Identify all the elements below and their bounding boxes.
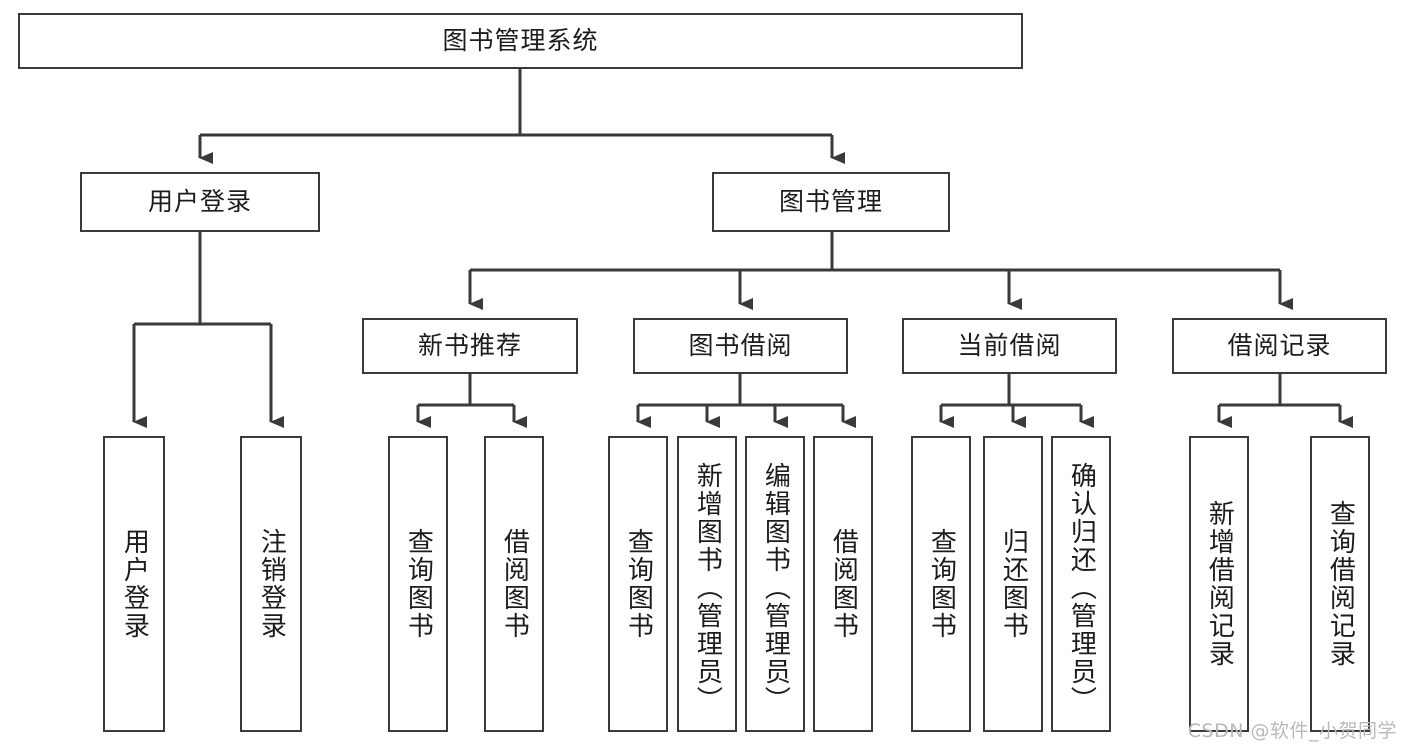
node-leaf-query-book-1[interactable]: 查询图书 (388, 436, 448, 732)
node-leaf-add-book-admin-label: 新增图书（管理员） (692, 462, 723, 714)
node-leaf-query-borrow-record[interactable]: 查询借阅记录 (1310, 436, 1370, 732)
node-leaf-user-logout[interactable]: 注销登录 (240, 436, 302, 732)
node-leaf-add-book-admin[interactable]: 新增图书（管理员） (677, 436, 737, 732)
node-root[interactable]: 图书管理系统 (18, 13, 1023, 69)
node-leaf-confirm-return-admin[interactable]: 确认归还（管理员） (1051, 436, 1111, 732)
node-current-borrow[interactable]: 当前借阅 (902, 318, 1117, 374)
node-leaf-query-book-3-label: 查询图书 (926, 528, 957, 640)
node-leaf-return-book-label: 归还图书 (998, 528, 1029, 640)
node-new-book-recommend-label: 新书推荐 (417, 331, 522, 361)
node-book-borrow-label: 图书借阅 (688, 331, 793, 361)
node-leaf-add-borrow-record[interactable]: 新增借阅记录 (1189, 436, 1249, 732)
node-leaf-user-login-label: 用户登录 (119, 528, 150, 640)
node-leaf-query-book-1-label: 查询图书 (403, 528, 434, 640)
node-book-manage[interactable]: 图书管理 (712, 172, 950, 232)
node-borrow-record-label: 借阅记录 (1227, 331, 1332, 361)
node-book-manage-label: 图书管理 (778, 187, 883, 217)
node-leaf-borrow-book-1-label: 借阅图书 (499, 528, 530, 640)
node-leaf-query-book-2[interactable]: 查询图书 (608, 436, 668, 732)
node-leaf-query-book-2-label: 查询图书 (623, 528, 654, 640)
node-borrow-record[interactable]: 借阅记录 (1172, 318, 1387, 374)
node-root-label: 图书管理系统 (442, 26, 599, 56)
node-leaf-user-login[interactable]: 用户登录 (103, 436, 165, 732)
node-leaf-borrow-book-1[interactable]: 借阅图书 (484, 436, 544, 732)
node-leaf-borrow-book-2-label: 借阅图书 (828, 528, 859, 640)
node-leaf-borrow-book-2[interactable]: 借阅图书 (813, 436, 873, 732)
node-leaf-add-borrow-record-label: 新增借阅记录 (1204, 500, 1235, 668)
node-leaf-query-borrow-record-label: 查询借阅记录 (1325, 500, 1356, 668)
watermark-text: CSDN @软件_小贺同学 (1187, 720, 1397, 742)
node-user-login[interactable]: 用户登录 (80, 172, 320, 232)
node-leaf-return-book[interactable]: 归还图书 (983, 436, 1043, 732)
node-current-borrow-label: 当前借阅 (957, 331, 1062, 361)
node-user-login-label: 用户登录 (147, 187, 252, 217)
node-leaf-confirm-return-admin-label: 确认归还（管理员） (1066, 462, 1097, 714)
node-leaf-query-book-3[interactable]: 查询图书 (911, 436, 971, 732)
node-leaf-user-logout-label: 注销登录 (256, 528, 287, 640)
node-leaf-edit-book-admin[interactable]: 编辑图书（管理员） (745, 436, 805, 732)
node-leaf-edit-book-admin-label: 编辑图书（管理员） (760, 462, 791, 714)
node-book-borrow[interactable]: 图书借阅 (633, 318, 848, 374)
node-new-book-recommend[interactable]: 新书推荐 (362, 318, 578, 374)
